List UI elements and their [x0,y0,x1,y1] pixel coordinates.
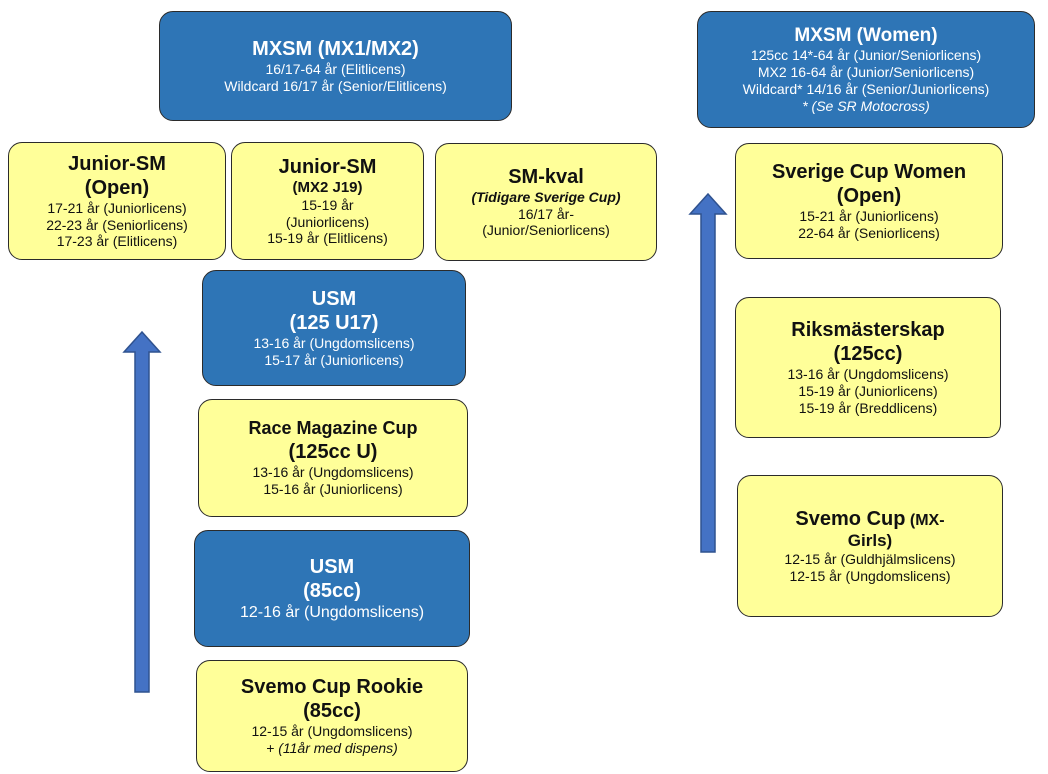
race-magazine-cup-subtitle: (125cc U) [288,441,378,463]
svemo-cup-mx-girls-title-main: Svemo Cup [795,508,906,530]
junior-sm-open-line: 22-23 år (Seniorlicens) [46,216,188,233]
svemo-cup-mx-girls-title-suffix: (MX- [905,512,945,529]
svemo-cup-mx-girls-title: Svemo Cup (MX- [795,507,944,531]
mxsm-box: MXSM (MX1/MX2) 16/17-64 år (Elitlicens) … [159,11,512,121]
usm-125-subtitle: (125 U17) [289,312,379,335]
sm-kval-subtitle: (Tidigare Sverige Cup) [471,188,621,205]
mxsm-women-line: 125cc 14*-64 år (Junior/Seniorlicens) [750,47,982,64]
junior-sm-open-box: Junior-SM (Open) 17-21 år (Juniorlicens)… [8,142,226,260]
junior-sm-mx2-line: 15-19 år [301,196,354,213]
mxsm-line: Wildcard 16/17 år (Senior/Elitlicens) [224,78,447,94]
race-magazine-cup-title: Race Magazine Cup [248,418,418,439]
svemo-cup-mx-girls-line: 12-15 år (Guldhjälmslicens) [784,551,956,568]
svemo-cup-mx-girls-line: 12-15 år (Ungdomslicens) [789,568,951,585]
junior-sm-open-line: 17-21 år (Juniorlicens) [47,199,187,216]
mxsm-women-title: MXSM (Women) [794,24,938,46]
mxsm-women-line: MX2 16-64 år (Junior/Seniorlicens) [757,64,975,81]
riksmasterskap-title: Riksmästerskap [791,319,945,342]
sverige-cup-women-box: Sverige Cup Women (Open) 15-21 år (Junio… [735,143,1003,259]
sm-kval-line: 16/17 år- [517,205,575,222]
sverige-cup-women-line: 15-21 år (Juniorlicens) [799,208,939,225]
svemo-cup-mx-girls-box: Svemo Cup (MX- Girls) 12-15 år (Guldhjäl… [737,475,1003,617]
riksmasterskap-subtitle: (125cc) [833,343,903,366]
mxsm-title: MXSM (MX1/MX2) [252,38,419,61]
svemo-cup-rookie-box: Svemo Cup Rookie (85cc) 12-15 år (Ungdom… [196,660,468,772]
mxsm-line: 16/17-64 år (Elitlicens) [265,61,406,78]
race-magazine-cup-line: 13-16 år (Ungdomslicens) [252,464,414,480]
usm-85-line: 12-16 år (Ungdomslicens) [239,603,425,621]
race-magazine-cup-line: 15-16 år (Juniorlicens) [263,480,403,497]
usm-125-line: 15-17 år (Juniorlicens) [264,352,404,368]
junior-sm-open-title: Junior-SM [68,152,166,175]
usm-85-title: USM [309,555,355,578]
riksmasterskap-line: 15-19 år (Juniorlicens) [798,383,938,400]
riksmasterskap-line: 15-19 år (Breddlicens) [798,399,938,416]
svemo-cup-mx-girls-subtitle: Girls) [847,531,893,550]
mxsm-women-line: Wildcard* 14/16 år (Senior/Juniorlicens) [742,80,990,97]
junior-sm-mx2-line: 15-19 år (Elitlicens) [267,230,388,247]
usm-125-line: 13-16 år (Ungdomslicens) [253,335,415,352]
sverige-cup-women-line: 22-64 år (Seniorlicens) [798,225,940,241]
svemo-cup-rookie-title: Svemo Cup Rookie [240,676,424,699]
riksmasterskap-line: 13-16 år (Ungdomslicens) [787,366,949,383]
sverige-cup-women-subtitle: (Open) [836,185,902,208]
usm-125-title: USM [311,288,357,311]
usm-125-box: USM (125 U17) 13-16 år (Ungdomslicens) 1… [202,270,466,386]
sverige-cup-women-title: Sverige Cup Women [771,161,967,184]
race-magazine-cup-box: Race Magazine Cup (125cc U) 13-16 år (Un… [198,399,468,517]
usm-85-box: USM (85cc) 12-16 år (Ungdomslicens) [194,530,470,647]
mxsm-women-note: * (Se SR Motocross) [802,97,930,114]
riksmasterskap-box: Riksmästerskap (125cc) 13-16 år (Ungdoms… [735,297,1001,438]
sm-kval-box: SM-kval (Tidigare Sverige Cup) 16/17 år-… [435,143,657,261]
progression-arrow-right [688,192,728,553]
svemo-cup-rookie-note: + (11år med dispens) [266,740,398,756]
junior-sm-open-subtitle: (Open) [84,176,150,199]
usm-85-subtitle: (85cc) [303,579,361,602]
junior-sm-mx2-subtitle: (MX2 J19) [292,178,363,196]
sm-kval-title: SM-kval [508,165,584,188]
junior-sm-mx2-title: Junior-SM [278,155,377,178]
junior-sm-mx2-box: Junior-SM (MX2 J19) 15-19 år (Juniorlice… [231,142,424,260]
svemo-cup-rookie-line: 12-15 år (Ungdomslicens) [251,723,413,740]
mxsm-women-box: MXSM (Women) 125cc 14*-64 år (Junior/Sen… [697,11,1035,128]
junior-sm-open-line: 17-23 år (Elitlicens) [56,233,178,250]
svemo-cup-rookie-subtitle: (85cc) [303,700,361,723]
junior-sm-mx2-line: (Juniorlicens) [285,213,370,230]
progression-arrow-left [122,330,162,693]
sm-kval-line: (Junior/Seniorlicens) [482,222,610,239]
